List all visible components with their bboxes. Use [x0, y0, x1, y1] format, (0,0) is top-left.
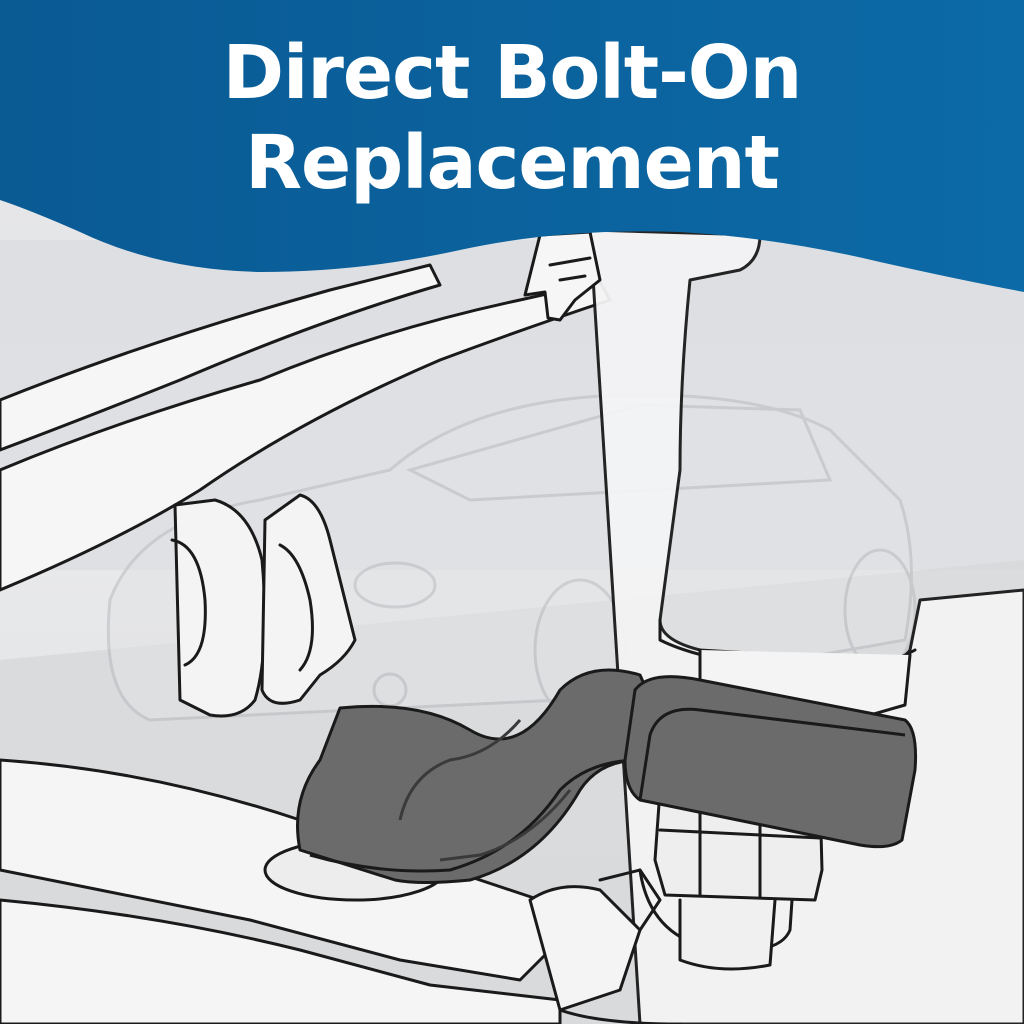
sway-bar-bracket: [296, 668, 917, 884]
title-banner: [0, 0, 1024, 292]
suspension-line-art: [0, 228, 1024, 1024]
headline-line-1: Direct Bolt-On: [222, 30, 803, 116]
headline-line-2: Replacement: [245, 120, 780, 206]
headline: Direct Bolt-On Replacement: [0, 28, 1024, 208]
